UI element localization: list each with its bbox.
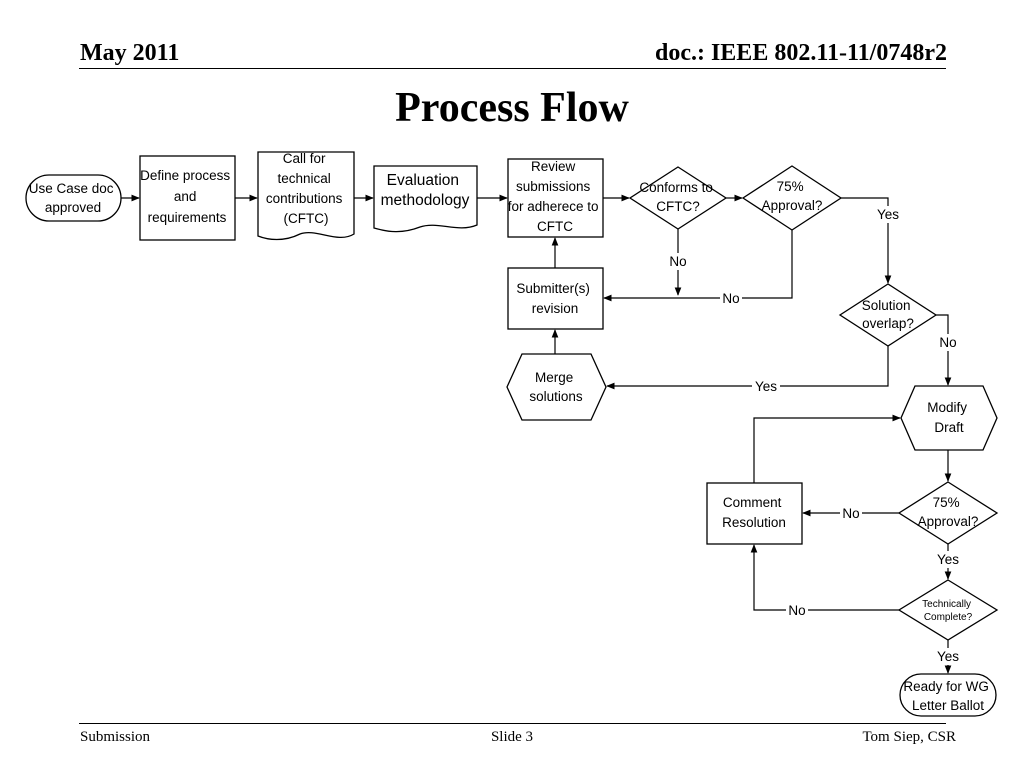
modify-preparation	[900, 385, 998, 451]
conforms-decision	[628, 166, 728, 230]
modify-label: Modify Draft	[927, 400, 971, 435]
cftc-label: Call for technical contributions (CFTC)	[266, 151, 346, 226]
review-label: Review submissions for adherece to CFTC	[508, 159, 603, 234]
edge-label-conforms-no: No	[669, 254, 686, 269]
footer-submission: Submission	[80, 729, 151, 745]
footer-rule	[79, 723, 946, 724]
ready-terminator	[899, 673, 997, 717]
approval2-decision	[897, 481, 999, 545]
slide-title: Process Flow	[395, 85, 629, 131]
comment-box	[706, 482, 803, 545]
overlap-label: Solution overlap?	[862, 298, 915, 331]
edge-approval1-no	[603, 230, 793, 302]
edge-approval1-yes	[841, 197, 892, 284]
submitter-label: Submitter(s) revision	[516, 281, 593, 316]
approval1-label: 75% Approval?	[762, 179, 823, 213]
submitter-box	[507, 267, 604, 330]
merge-preparation	[506, 353, 607, 421]
edge-label-approval2-yes: Yes	[937, 552, 959, 567]
edge-overlap-yes	[606, 346, 889, 390]
footer-author: Tom Siep, CSR	[862, 729, 956, 745]
comment-label: Comment Resolution	[722, 495, 786, 530]
footer-slide-number: Slide 3	[490, 729, 534, 745]
edge-label-overlap-yes: Yes	[755, 379, 777, 394]
edge-technical-no	[750, 544, 899, 611]
header-date: May 2011	[80, 40, 180, 66]
edge-label-technical-no: No	[788, 603, 805, 618]
review-box	[507, 158, 604, 238]
edge-label-approval1-yes: Yes	[877, 207, 899, 222]
edge-overlap-no	[936, 314, 952, 386]
cftc-document-shape	[257, 151, 355, 241]
conforms-label: Conforms to CFTC?	[639, 180, 716, 214]
technical-label: Technically Complete?	[922, 599, 974, 623]
start-label: Use Case doc approved	[29, 181, 118, 215]
approval2-label: 75% Approval?	[918, 495, 979, 529]
merge-label: Merge solutions	[529, 370, 583, 404]
define-process-box	[139, 155, 236, 241]
technical-decision	[897, 579, 999, 641]
overlap-decision	[838, 283, 938, 347]
evaluation-document-shape	[373, 165, 478, 233]
edge-comment-modify	[753, 414, 901, 483]
ready-label: Ready for WG Letter Ballot	[903, 679, 992, 713]
edge-label-technical-yes: Yes	[937, 649, 959, 664]
header-rule	[79, 68, 946, 69]
edge-label-approval2-no: No	[842, 506, 859, 521]
edge-label-approval1-no: No	[722, 291, 739, 306]
eval-label: Evaluation methodology	[381, 172, 470, 209]
header-doc-id: doc.: IEEE 802.11-11/0748r2	[654, 40, 947, 66]
edge-label-overlap-no: No	[939, 335, 956, 350]
define-label: Define process and requirements	[140, 168, 234, 225]
